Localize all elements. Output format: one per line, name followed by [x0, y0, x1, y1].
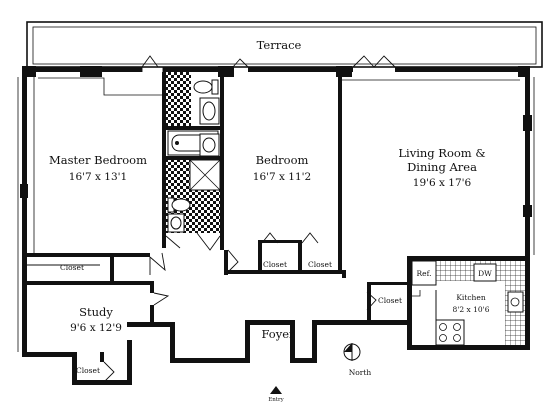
bathroom-tiles — [166, 72, 221, 233]
closet-hall-label: Closet — [378, 296, 402, 305]
door-swings — [27, 55, 396, 383]
window-lines — [17, 77, 535, 352]
toilet-lower — [167, 197, 191, 213]
entry-arrow-icon — [270, 386, 282, 394]
kitchen-sink — [507, 291, 524, 313]
terrace-label: Terrace — [257, 38, 302, 52]
dishwasher-label: DW — [478, 269, 492, 278]
sink-right — [199, 133, 220, 157]
living-room-name-line1: Living Room & — [398, 146, 485, 160]
living-room-dims: 19'6 x 17'6 — [413, 177, 472, 189]
closet-master-label: Closet — [60, 263, 84, 272]
refrigerator — [411, 260, 437, 286]
exterior-walls — [20, 66, 532, 385]
closet-bedroom-left-label: Closet — [263, 260, 287, 269]
kitchen-name: Kitchen — [456, 293, 485, 302]
sink-upper — [199, 97, 220, 125]
closet-bedroom-right-label: Closet — [308, 260, 332, 269]
interior-walls — [27, 72, 407, 384]
north-label: North — [349, 368, 372, 377]
living-room-name-line2: Dining Area — [407, 160, 477, 174]
study-name: Study — [79, 305, 113, 319]
bedroom-dims: 16'7 x 11'2 — [253, 171, 311, 183]
refrigerator-label: Ref. — [417, 269, 432, 278]
foyer-name: Foyer — [261, 327, 295, 341]
stove — [435, 319, 465, 346]
kitchen — [411, 260, 525, 346]
terrace: Terrace — [26, 21, 543, 68]
dishwasher — [473, 263, 497, 282]
compass-north — [343, 343, 361, 361]
study-dims: 9'6 x 12'9 — [70, 322, 122, 334]
kitchen-dims: 8'2 x 10'6 — [453, 305, 490, 314]
toilet-upper — [193, 79, 219, 95]
master-bedroom-name: Master Bedroom — [49, 153, 147, 167]
entry-label: Entry — [268, 397, 284, 403]
master-bedroom-dims: 16'7 x 13'1 — [69, 171, 127, 183]
closet-study-label: Closet — [76, 366, 100, 375]
sink-lower — [167, 213, 185, 233]
bedroom-name: Bedroom — [256, 153, 309, 167]
